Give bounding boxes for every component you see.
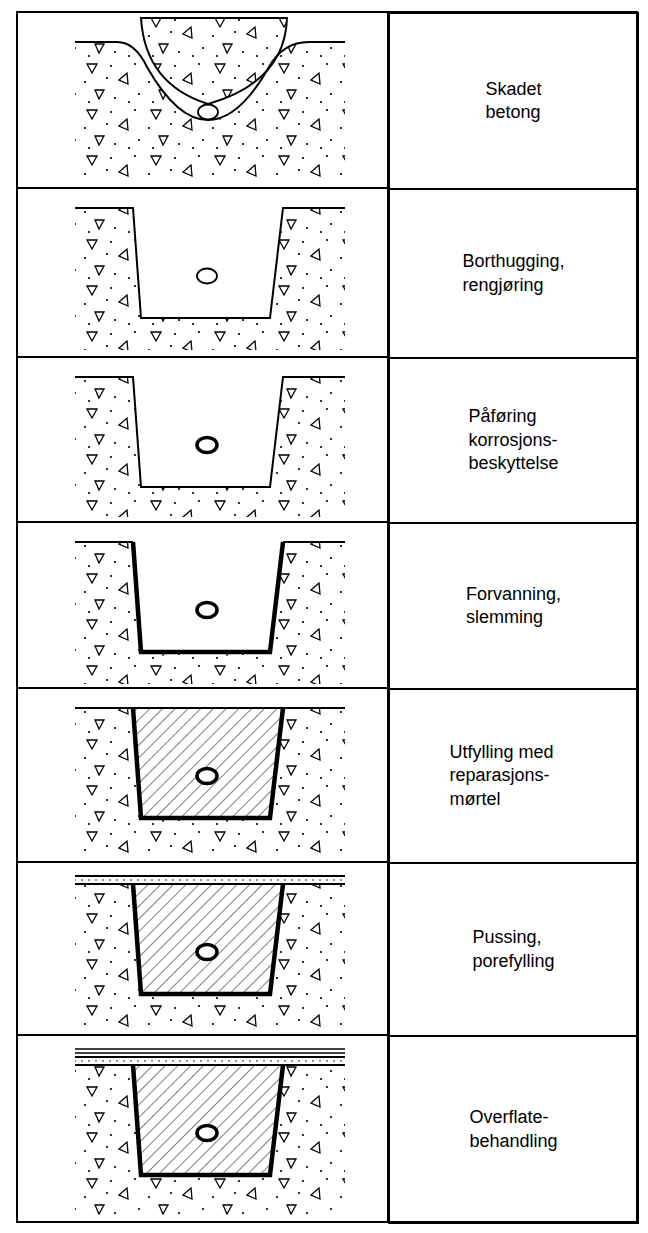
step-label: Pussing, porefylling bbox=[472, 926, 554, 973]
step-cell: Borthugging, rengjøring bbox=[388, 188, 639, 359]
step-cell: Skadet betong bbox=[388, 12, 639, 190]
step-label: Forvanning, slemming bbox=[466, 583, 561, 630]
step-cell: Pussing, porefylling bbox=[388, 862, 639, 1037]
step-cell: Påføring korrosjons- beskyttelse bbox=[388, 357, 639, 524]
damaged-concrete-figure bbox=[75, 18, 345, 177]
step-label: Skadet betong bbox=[485, 78, 541, 125]
surface-treatment-figure bbox=[75, 1049, 345, 1215]
step-label: Påføring korrosjons- beskyttelse bbox=[468, 405, 558, 475]
step-cell: Forvanning, slemming bbox=[388, 522, 639, 690]
cleaned-cavity-figure bbox=[75, 208, 345, 350]
step-label: Borthugging, rengjøring bbox=[462, 250, 564, 297]
step-cell: Utfylling med reparasjons- mørtel bbox=[388, 688, 639, 864]
plaster-layer-figure bbox=[75, 876, 345, 1030]
step-label: Overflate- behandling bbox=[469, 1106, 557, 1153]
table-frame bbox=[17, 12, 637, 1222]
mortar-fill-figure bbox=[75, 708, 345, 856]
step-cell: Overflate- behandling bbox=[388, 1035, 639, 1224]
step-label: Utfylling med reparasjons- mørtel bbox=[450, 741, 578, 811]
slurry-coat-figure bbox=[75, 542, 345, 684]
corrosion-protection-figure bbox=[75, 377, 345, 517]
